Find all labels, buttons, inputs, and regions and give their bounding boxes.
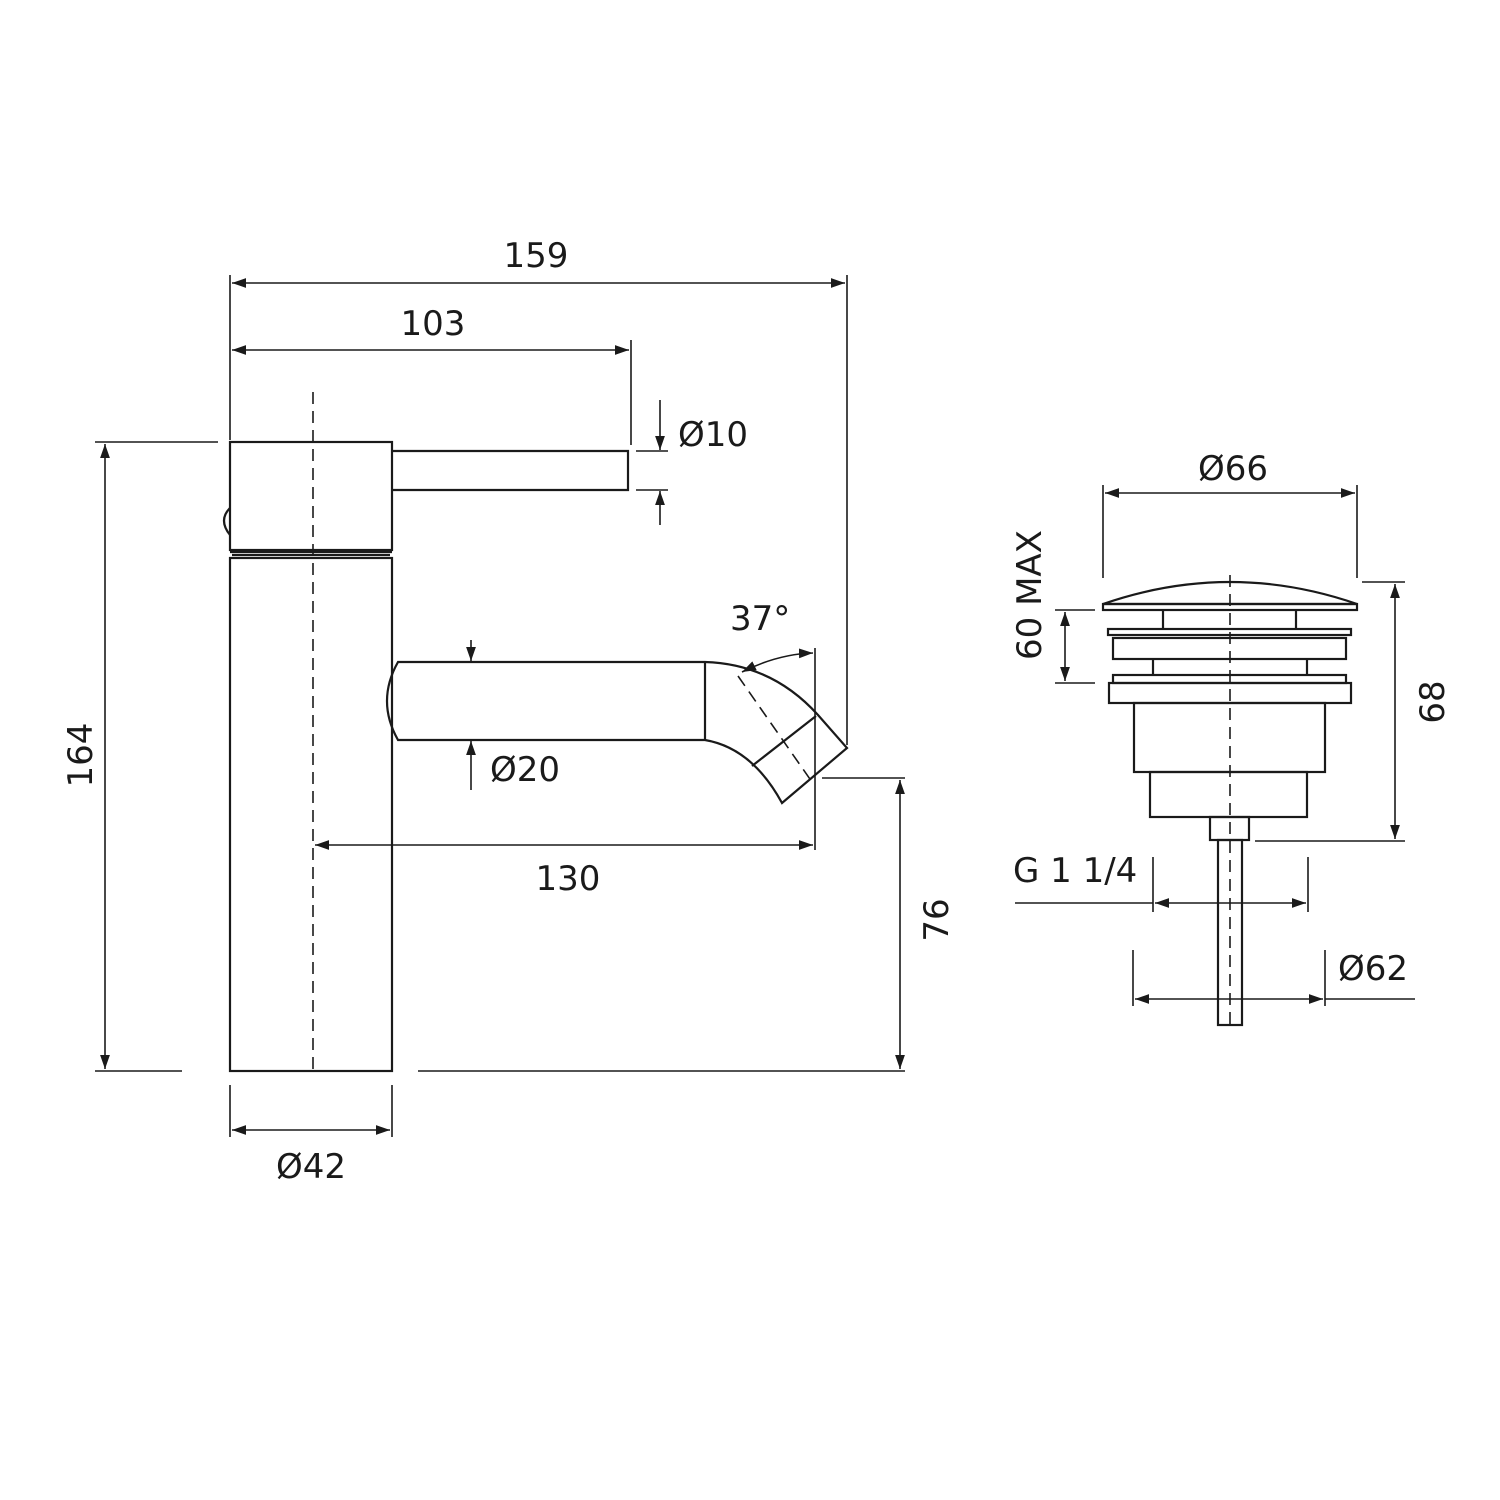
label-d20: Ø20 <box>490 750 560 790</box>
ext-spout-height <box>418 777 905 1072</box>
ext-height <box>95 441 218 1072</box>
label-159: 159 <box>504 236 569 276</box>
ext-waste-height <box>1255 581 1405 842</box>
knob-side <box>222 507 231 536</box>
label-68: 68 <box>1413 680 1453 723</box>
ext-body-dia <box>229 1085 393 1137</box>
waste-thread <box>1148 770 1309 819</box>
dim-37-angle <box>741 648 814 673</box>
stem-rod <box>1216 838 1244 1027</box>
faucet-dimensions: 159 103 Ø10 164 37° Ø20 130 76 Ø42 <box>61 236 957 1187</box>
label-103: 103 <box>401 304 466 344</box>
ext-base-dia <box>1132 950 1326 1006</box>
label-d62: Ø62 <box>1338 949 1408 989</box>
mid-posts <box>1151 659 1309 675</box>
faucet-head <box>228 440 394 552</box>
label-thread: G 1 1/4 <box>1013 851 1137 891</box>
extension-lines <box>229 275 848 745</box>
cap-posts <box>1161 610 1298 629</box>
spout-axis <box>737 675 813 783</box>
label-37: 37° <box>730 599 790 639</box>
ext-cap-dia <box>1102 485 1358 578</box>
faucet-body <box>228 556 394 1073</box>
head-joint <box>230 550 392 557</box>
label-76: 76 <box>917 898 957 941</box>
label-130: 130 <box>536 859 601 899</box>
waste-drawing <box>1101 575 1359 1028</box>
waste-dimensions: Ø66 68 60 MAX G 1 1/4 Ø62 <box>1010 449 1453 1006</box>
ext-lever-dia <box>636 450 668 491</box>
waste-cap-dome <box>1102 580 1358 606</box>
ext-opening <box>1055 609 1095 684</box>
label-d66: Ø66 <box>1198 449 1268 489</box>
lever-handle <box>392 449 630 492</box>
spout <box>385 660 849 805</box>
label-164: 164 <box>61 723 101 788</box>
label-d42: Ø42 <box>276 1147 346 1187</box>
faucet-drawing <box>222 392 849 1073</box>
label-d10: Ø10 <box>678 415 748 455</box>
label-60max: 60 MAX <box>1010 530 1050 660</box>
